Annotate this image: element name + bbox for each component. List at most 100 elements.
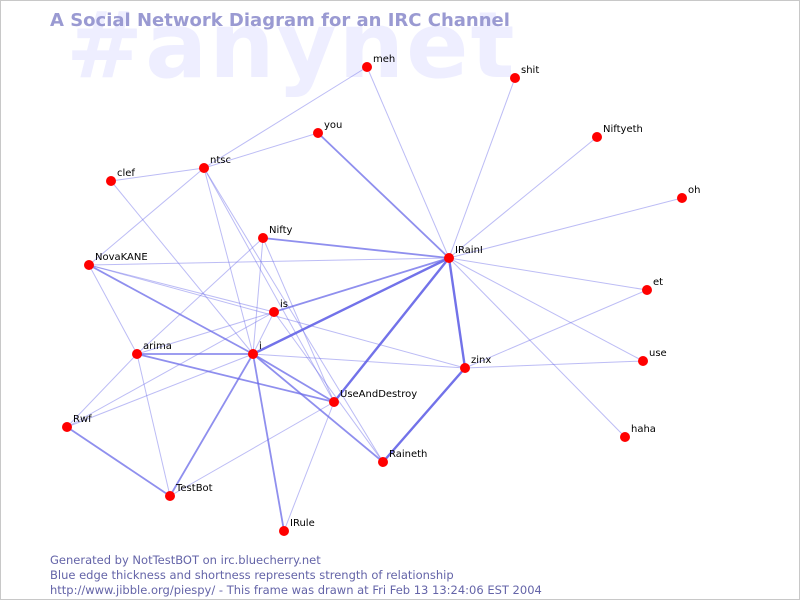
edge-i-Raineth: [252, 353, 384, 463]
edge-layer: [66, 66, 683, 532]
edge-Rwf-TestBot: [66, 426, 171, 497]
node-label-IRule: IRule: [290, 518, 315, 529]
edge-NovaKANE-i: [88, 264, 254, 355]
node-label-Nifty: Nifty: [269, 225, 293, 236]
edge-NovaKANE-is: [88, 264, 275, 313]
edge-meh-ntsc: [203, 66, 368, 169]
node-dot-Niftyeth: [592, 132, 602, 142]
node-IRule: IRule: [279, 518, 315, 536]
edge-i-IRule: [252, 353, 285, 532]
node-label-et: et: [653, 277, 663, 288]
edge-arima-Rwf: [66, 353, 138, 428]
node-shit: shit: [510, 65, 539, 83]
edge-Nifty-arima: [136, 237, 264, 355]
node-haha: haha: [620, 424, 656, 442]
node-label-IRainI: IRainI: [455, 245, 483, 256]
node-use: use: [638, 348, 667, 366]
node-label-use: use: [649, 348, 667, 359]
node-zinx: zinx: [460, 355, 491, 373]
node-label-Raineth: Raineth: [389, 449, 427, 460]
node-Rwf: Rwf: [62, 414, 92, 432]
edge-IRainI-meh: [366, 66, 450, 259]
edge-ntsc-Raineth: [203, 167, 384, 463]
edge-NovaKANE-zinx: [88, 264, 466, 369]
diagram-title: A Social Network Diagram for an IRC Chan…: [50, 10, 510, 31]
edge-IRainI-i: [252, 256, 450, 356]
node-dot-ntsc: [199, 163, 209, 173]
node-dot-zinx: [460, 363, 470, 373]
edge-IRainI-NovaKANE: [88, 257, 450, 266]
node-dot-haha: [620, 432, 630, 442]
node-dot-use: [638, 356, 648, 366]
edge-zinx-et: [464, 289, 648, 369]
node-IRainI: IRainI: [444, 245, 483, 263]
edge-NovaKANE-arima: [88, 264, 138, 355]
edge-IRainI-et: [448, 257, 648, 291]
edge-arima-TestBot: [136, 353, 171, 497]
node-label-you: you: [324, 120, 342, 131]
footer-url-timestamp: http://www.jibble.org/piespy/ - This fra…: [50, 583, 542, 597]
node-dot-Raineth: [378, 457, 388, 467]
edge-IRainI-you: [317, 132, 450, 259]
edge-IRainI-shit: [448, 77, 516, 259]
channel-watermark: #anynet: [66, 0, 517, 99]
node-Niftyeth: Niftyeth: [592, 124, 643, 142]
edge-zinx-use: [464, 360, 644, 369]
node-label-haha: haha: [631, 424, 656, 435]
edge-IRainI-zinx: [447, 257, 467, 369]
edge-IRainI-use: [448, 257, 644, 362]
edge-Nifty-UseAndDestroy: [262, 237, 335, 403]
node-dot-et: [642, 285, 652, 295]
node-label-meh: meh: [373, 54, 395, 65]
node-dot-Rwf: [62, 422, 72, 432]
node-label-arima: arima: [143, 341, 172, 352]
node-label-ntsc: ntsc: [210, 155, 231, 166]
node-dot-IRainI: [444, 253, 454, 263]
edge-Nifty-i: [252, 237, 264, 355]
node-dot-you: [313, 128, 323, 138]
edge-clef-i: [110, 180, 254, 355]
footer: Generated by NotTestBOT on irc.bluecherr…: [50, 553, 542, 598]
node-dot-Nifty: [258, 233, 268, 243]
edge-zinx-Raineth: [382, 367, 466, 463]
edge-IRainI-is: [273, 257, 450, 313]
node-Raineth: Raineth: [378, 449, 427, 467]
edge-is-arima: [136, 311, 275, 355]
node-dot-NovaKANE: [84, 260, 94, 270]
node-you: you: [313, 120, 342, 138]
node-label-TestBot: TestBot: [175, 483, 213, 494]
edge-i-Rwf: [66, 353, 254, 428]
node-dot-UseAndDestroy: [329, 397, 339, 407]
edge-is-i: [252, 311, 275, 355]
node-dot-meh: [362, 62, 372, 72]
edge-is-Raineth: [273, 311, 384, 463]
node-label-clef: clef: [117, 168, 135, 179]
node-label-zinx: zinx: [471, 355, 491, 366]
node-dot-oh: [677, 193, 687, 203]
node-label-Rwf: Rwf: [73, 414, 92, 425]
node-Nifty: Nifty: [258, 225, 293, 243]
node-label-NovaKANE: NovaKANE: [95, 252, 148, 263]
edge-ntsc-NovaKANE: [88, 167, 205, 266]
node-i: i: [248, 341, 262, 359]
edge-IRainI-haha: [448, 257, 626, 438]
edge-IRainI-Niftyeth: [448, 136, 598, 259]
edge-i-TestBot: [169, 353, 254, 497]
node-dot-is: [269, 307, 279, 317]
node-clef: clef: [106, 168, 135, 186]
edge-is-Rwf: [66, 311, 275, 428]
edge-IRainI-oh: [448, 197, 683, 259]
node-is: is: [269, 299, 288, 317]
node-TestBot: TestBot: [165, 483, 213, 501]
footer-generated-by: Generated by NotTestBOT on irc.bluecherr…: [50, 553, 321, 567]
node-dot-i: [248, 349, 258, 359]
footer-legend-note: Blue edge thickness and shortness repres…: [50, 568, 454, 582]
node-label-Niftyeth: Niftyeth: [603, 124, 643, 135]
node-NovaKANE: NovaKANE: [84, 252, 148, 270]
edge-i-UseAndDestroy: [252, 353, 335, 403]
node-dot-TestBot: [165, 491, 175, 501]
node-oh: oh: [677, 185, 700, 203]
edge-IRainI-UseAndDestroy: [333, 257, 450, 403]
